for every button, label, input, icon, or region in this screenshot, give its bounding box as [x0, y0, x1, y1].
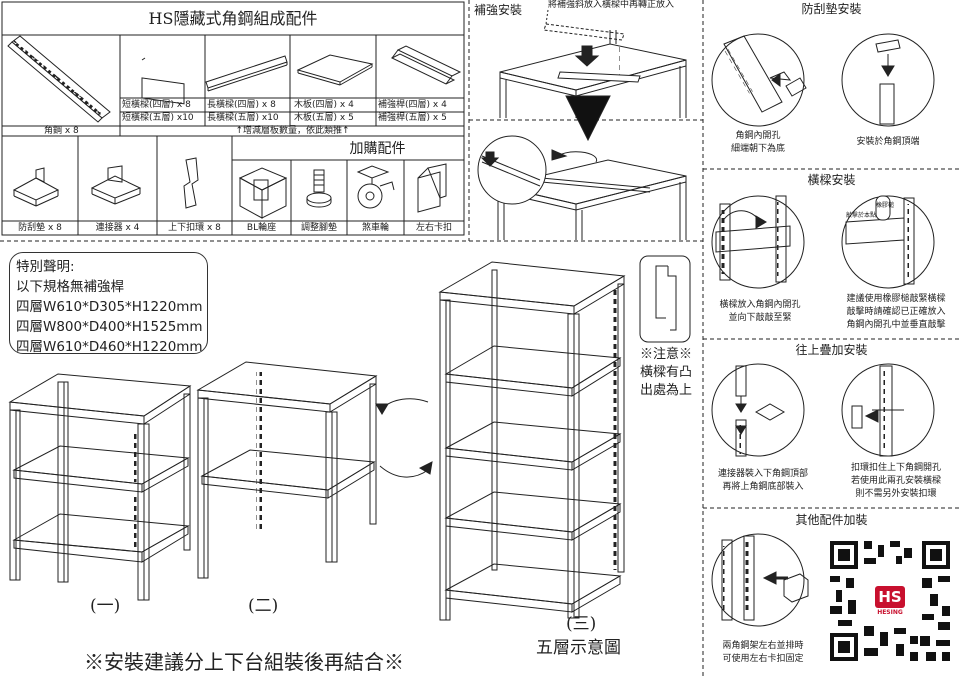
rod-4-label: 補強桿(四層) x 4 — [378, 100, 447, 110]
notice-line1: ※注意※ — [639, 347, 692, 362]
brand-logo: HS HESING — [871, 584, 909, 618]
angle-steel-drawing — [7, 35, 111, 123]
other-caption-1: 兩角鋼架左右並排時 — [722, 641, 804, 651]
pad-caption-1b: 細端朝下為底 — [730, 144, 785, 154]
item-side-clip: 左右卡扣 — [415, 223, 452, 233]
item-scratch-pad: 防刮墊 x 8 — [18, 223, 62, 233]
stack-caption-1a: 連接器裝入下角鋼頂部 — [717, 469, 808, 479]
leveling-foot-drawing — [306, 169, 332, 208]
stack-install-title: 往上疊加安裝 — [795, 343, 868, 357]
circle-details — [715, 35, 915, 621]
special-notice-box: 特別聲明: 以下規格無補強桿 四層W610*D305*H1220mm 四層W80… — [9, 252, 208, 355]
spec-3: 四層W610*D460*H1220mm — [16, 339, 203, 355]
shelf-two-drawing — [196, 361, 378, 579]
stack-caption-1b: 再將上角鋼底部裝入 — [722, 482, 804, 492]
short-beam-4-label: 短橫樑(四層) x 8 — [122, 100, 191, 110]
brand-logo-text: HESING — [877, 609, 903, 616]
label-one: (一) — [90, 596, 121, 616]
other-caption-2: 可使用左右卡扣固定 — [722, 654, 804, 664]
swap-arrows — [375, 398, 433, 478]
item-connector: 連接器 x 4 — [95, 223, 140, 233]
parts-table-title: HS隱藏式角鋼組成配件 — [148, 9, 318, 28]
connector-drawing — [90, 165, 142, 205]
board-4-label: 木板(四層) x 4 — [294, 100, 354, 110]
beam-caption-2a: 建議使用橡膠槌敲緊橫樑 — [846, 294, 946, 304]
shelf-three-drawing — [438, 261, 626, 621]
other-accessories-title: 其他配件加裝 — [795, 513, 868, 527]
item-leveling-foot: 調整腳墊 — [300, 223, 337, 233]
shelf-one-drawing — [8, 373, 192, 601]
optional-parts-title: 加購配件 — [349, 141, 406, 157]
pad-install-title: 防刮墊安裝 — [801, 2, 862, 16]
item-buckle: 上下扣環 x 8 — [168, 223, 221, 233]
long-beam-4-label: 長橫樑(四層) x 8 — [207, 100, 276, 110]
rod-drawing — [390, 45, 462, 85]
stack-caption-2a: 扣環扣住上下角鋼開孔 — [850, 463, 941, 473]
label-three: (三) — [566, 614, 597, 634]
scratch-pad-drawing — [12, 167, 60, 207]
notice-box-drawing — [639, 255, 691, 343]
bottom-note: ※安裝建議分上下台組裝後再結合※ — [84, 650, 404, 674]
caster-drawing — [356, 165, 395, 209]
rod-5-label: 補強桿(五層) x 5 — [378, 113, 447, 123]
reinforce-instruction: 將補強斜放入橫樑中再轉正放入 — [548, 0, 675, 10]
beam-install-title: 橫樑安裝 — [807, 173, 856, 187]
right-panel-circles — [711, 33, 935, 627]
long-beam-drawing — [205, 55, 288, 92]
beam-caption-1a: 橫樑放入角鋼內開孔 — [719, 300, 801, 310]
quantity-note: ↑增減層板數量，依此類推↑ — [235, 126, 350, 136]
label-two: (二) — [248, 596, 279, 616]
special-title: 特別聲明: — [16, 259, 75, 275]
pad-caption-1a: 角鋼內開孔 — [735, 131, 781, 141]
item-brake-caster: 煞車輪 — [361, 223, 389, 233]
long-beam-5-label: 長橫樑(五層) x10 — [207, 113, 279, 123]
qr-code — [830, 541, 950, 661]
item-bl-base: BL輪座 — [246, 223, 277, 233]
notice-line3: 出處為上 — [639, 383, 692, 398]
beam-caption-1b: 並向下敲敲至緊 — [728, 313, 792, 323]
special-line1: 以下規格無補強桿 — [16, 279, 124, 295]
stack-caption-2c: 則不需另外安裝扣環 — [855, 489, 937, 499]
beam-caption-2c: 角鋼內開孔中並垂直敲擊 — [846, 320, 946, 330]
short-beam-drawing — [141, 57, 185, 105]
brand-logo-mark: HS — [875, 586, 905, 608]
five-tier-caption: 五層示意圖 — [536, 638, 621, 658]
beam-tag: 敲擊於本點 — [846, 212, 877, 219]
pad-caption-2: 安裝於角鋼頂端 — [856, 137, 920, 147]
beam-caption-2b: 敲擊時請確認已正確放入 — [846, 307, 946, 317]
reinforce-title: 補強安裝 — [474, 3, 523, 17]
notice-line2: 橫樑有凸 — [639, 365, 692, 380]
side-clip-drawing — [417, 163, 447, 213]
hammer-label: 橡膠槌 — [876, 202, 895, 209]
spec-2: 四層W800*D400*H1525mm — [16, 319, 203, 335]
buckle-drawing — [183, 157, 199, 209]
angle-steel-label: 角鋼 x 8 — [44, 126, 79, 136]
reinforce-install-drawing — [477, 9, 687, 240]
board-drawing — [296, 54, 374, 86]
short-beam-5-label: 短橫樑(五層) x10 — [122, 113, 194, 123]
spec-1: 四層W610*D305*H1220mm — [16, 299, 203, 315]
stack-caption-2b: 若使用此兩孔安裝橫樑 — [850, 476, 941, 486]
bl-base-drawing — [238, 167, 288, 219]
board-5-label: 木板(五層) x 5 — [294, 113, 354, 123]
parts-table-frame — [1, 1, 465, 236]
